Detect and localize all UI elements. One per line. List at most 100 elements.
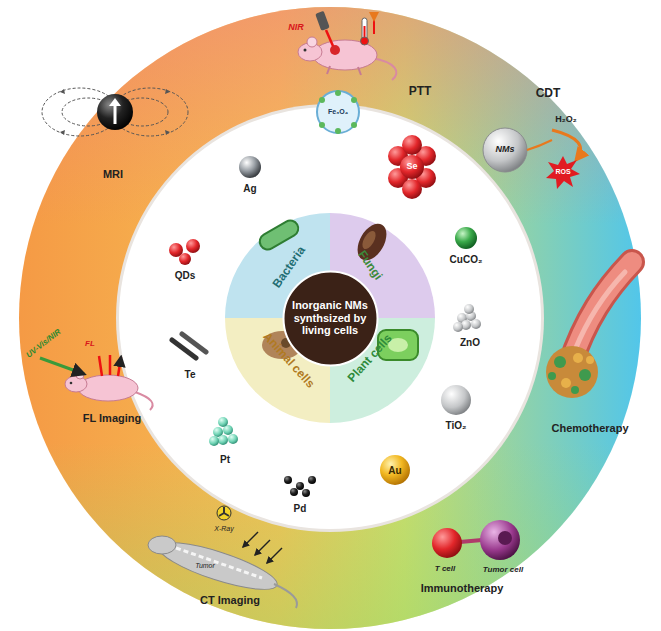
animal-cell	[262, 331, 302, 359]
reagent-label: H₂O₂	[555, 115, 577, 125]
drawing-part	[579, 369, 591, 381]
drawing-part	[498, 531, 512, 545]
drawing-part	[335, 90, 341, 96]
material-label: Te	[185, 369, 196, 380]
laser-label: NIR	[288, 23, 304, 33]
x-ray-source	[217, 506, 282, 563]
drawing-part	[352, 219, 393, 266]
te-rods	[172, 334, 206, 358]
drawing-part	[483, 128, 527, 172]
drawing-part	[548, 372, 556, 380]
drawing-part	[471, 319, 481, 329]
drawing-part	[561, 378, 571, 388]
drawing-part	[315, 11, 330, 31]
nir-laser	[315, 11, 333, 46]
drawing-part	[19, 7, 641, 629]
drawing-part	[373, 20, 375, 34]
cell-label: Tumor cell	[483, 566, 523, 575]
drawing-part	[319, 97, 325, 103]
material-label: Au	[388, 465, 401, 476]
cdt-scheme	[483, 128, 581, 189]
drawing-part	[335, 128, 341, 134]
ct-mouse	[148, 534, 297, 608]
quadrant-fill	[225, 318, 330, 423]
drawing-part	[119, 107, 541, 529]
imaging-title: MRI	[103, 168, 123, 180]
drawing-part	[267, 548, 282, 563]
drawing-part	[571, 386, 579, 394]
imaging-title: FL Imaging	[83, 412, 141, 424]
tio2-particle	[441, 385, 471, 415]
center-title: Inorganic NMs synthsized by living cells	[291, 299, 369, 337]
plant-cell	[378, 330, 418, 360]
therapy-title: Immunotherapy	[421, 582, 504, 594]
drawing-part	[432, 528, 462, 558]
tumor-mass	[546, 346, 598, 398]
bacterium	[257, 218, 301, 253]
quadrant-fill	[225, 213, 330, 318]
drawing-part	[97, 94, 133, 130]
mri-dipole	[42, 88, 188, 136]
material-label: ZnO	[460, 337, 480, 348]
therapy-title: Chemotherapy	[551, 422, 628, 434]
drawing-part	[60, 89, 170, 135]
drawing-part	[372, 58, 396, 80]
drawing-part	[453, 322, 463, 332]
drawing-part	[351, 122, 357, 128]
circle-fill	[283, 271, 377, 365]
ptt-mouse	[298, 37, 396, 80]
material-label: CuCO₂	[450, 254, 483, 265]
drawing-part	[176, 548, 262, 578]
emission-label: FL	[85, 340, 95, 349]
material-label: Pt	[220, 454, 230, 465]
material-label: QDs	[175, 270, 196, 281]
therapy-title: PTT	[409, 85, 432, 98]
outer-ring	[19, 7, 641, 629]
au-particle	[380, 455, 410, 485]
drawing-part	[19, 7, 641, 629]
se-cluster	[388, 135, 436, 199]
drawing-part	[546, 156, 580, 189]
thermometer	[361, 18, 375, 45]
drawing-part	[327, 66, 361, 75]
drawing-part	[317, 91, 359, 133]
pd-particles	[284, 476, 316, 497]
drawing-part	[480, 520, 520, 560]
drawing-part	[281, 338, 291, 348]
drawing-part	[70, 382, 73, 385]
drawing-part	[274, 584, 297, 608]
drawing-part	[116, 104, 544, 532]
material-label: Ag	[243, 183, 256, 194]
particle-label: NMs	[495, 145, 514, 155]
drawing-part	[378, 330, 418, 360]
material-label: Pd	[294, 503, 307, 514]
fe3o4-particle	[317, 90, 359, 134]
x-ray-label: X-Ray	[214, 525, 233, 533]
drawing-part	[307, 37, 317, 47]
drawing-part	[179, 253, 191, 265]
ag-particle	[239, 156, 261, 178]
drawing-part	[109, 98, 121, 106]
drawing-part	[527, 140, 552, 150]
drawing-part	[218, 435, 228, 445]
drawing-part	[40, 358, 84, 374]
drawing-part	[217, 506, 231, 520]
drawing-part	[326, 30, 333, 46]
drawing-part	[304, 49, 307, 52]
drawing-part	[218, 417, 228, 427]
drawing-part	[290, 488, 298, 496]
cuco2-particle	[455, 227, 477, 249]
quadrant-fill	[330, 213, 435, 318]
drawing-part	[330, 45, 340, 55]
drawing-part	[460, 540, 482, 542]
drawing-part	[573, 353, 583, 363]
drawing-part	[302, 489, 310, 497]
ros-label: ROS	[555, 168, 570, 176]
excitation-label: UV-Vis/NIR	[25, 328, 63, 360]
fungus	[352, 219, 393, 266]
drawing-part	[99, 355, 121, 376]
drawing-part	[186, 239, 200, 253]
qd-particles	[169, 239, 200, 265]
drawing-part	[361, 37, 369, 45]
